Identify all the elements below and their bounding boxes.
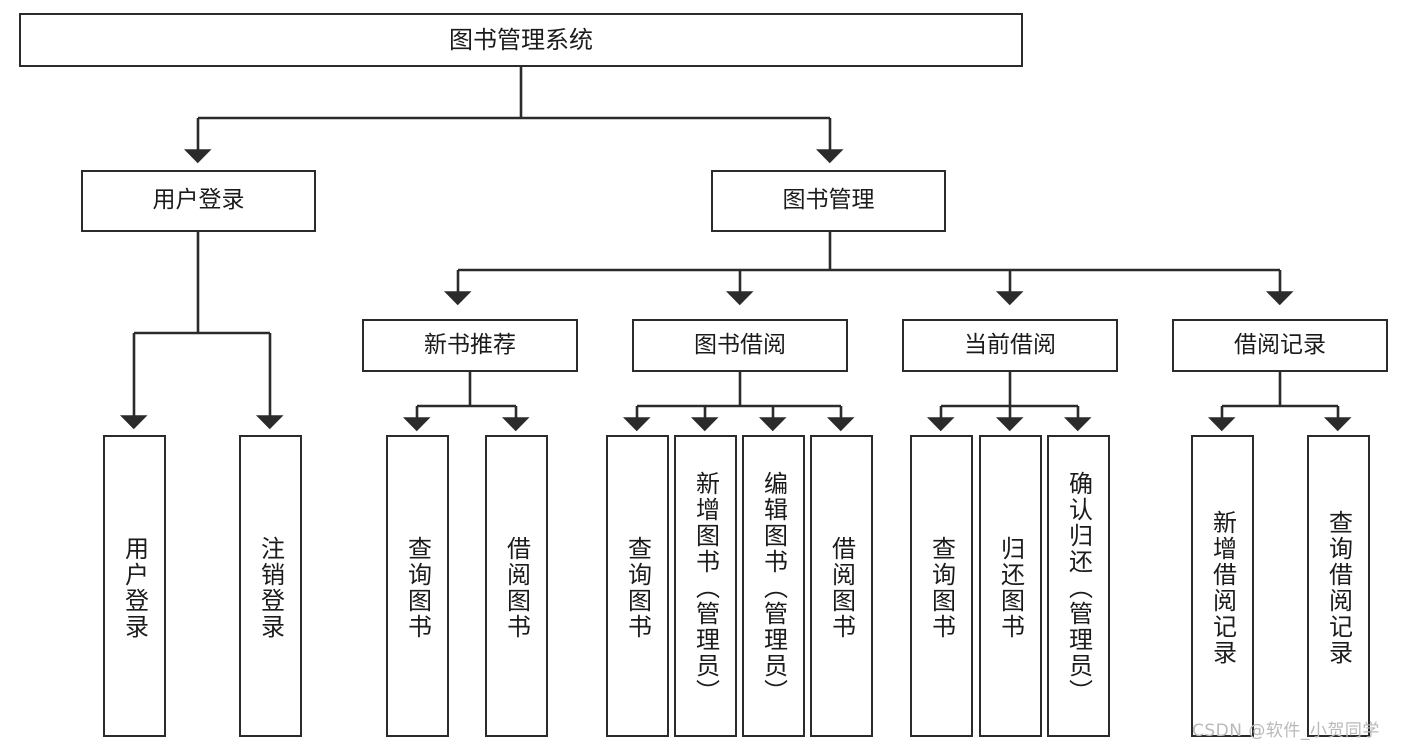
node-borrow-record-label: 借阅记录 xyxy=(1234,331,1326,358)
node-leaf-user-login-label: 用户登录 xyxy=(120,536,149,640)
node-leaf-add-record[interactable]: 新增借阅记录 xyxy=(1191,435,1254,737)
node-new-book-recommend-label: 新书推荐 xyxy=(424,331,516,358)
node-leaf-query-record[interactable]: 查询借阅记录 xyxy=(1307,435,1370,737)
node-book-manage-label: 图书管理 xyxy=(782,187,875,214)
node-leaf-query-record-label: 查询借阅记录 xyxy=(1324,510,1353,666)
node-leaf-query-book-1[interactable]: 查询图书 xyxy=(386,435,449,737)
node-leaf-logout-login[interactable]: 注销登录 xyxy=(239,435,302,737)
node-leaf-query-book-2[interactable]: 查询图书 xyxy=(606,435,669,737)
node-root[interactable]: 图书管理系统 xyxy=(19,13,1023,67)
node-book-manage[interactable]: 图书管理 xyxy=(711,170,946,232)
node-leaf-edit-book[interactable]: 编辑图书（管理员） xyxy=(742,435,805,737)
node-leaf-user-login[interactable]: 用户登录 xyxy=(103,435,166,737)
node-leaf-query-book-1-label: 查询图书 xyxy=(403,536,432,640)
node-leaf-query-book-2-label: 查询图书 xyxy=(623,536,652,640)
node-new-book-recommend[interactable]: 新书推荐 xyxy=(362,319,578,372)
node-root-label: 图书管理系统 xyxy=(449,25,593,54)
node-leaf-confirm-return[interactable]: 确认归还（管理员） xyxy=(1047,435,1110,737)
node-leaf-query-book-3[interactable]: 查询图书 xyxy=(910,435,973,737)
node-leaf-edit-book-label: 编辑图书（管理员） xyxy=(759,471,788,705)
node-leaf-confirm-return-label: 确认归还（管理员） xyxy=(1064,471,1093,705)
node-leaf-borrow-book-2-label: 借阅图书 xyxy=(827,536,856,640)
node-user-login-label: 用户登录 xyxy=(152,187,245,214)
node-leaf-borrow-book-1[interactable]: 借阅图书 xyxy=(485,435,548,737)
node-book-borrow[interactable]: 图书借阅 xyxy=(632,319,848,372)
node-user-login[interactable]: 用户登录 xyxy=(81,170,316,232)
node-leaf-query-book-3-label: 查询图书 xyxy=(927,536,956,640)
node-leaf-add-book[interactable]: 新增图书（管理员） xyxy=(674,435,737,737)
node-current-borrow[interactable]: 当前借阅 xyxy=(902,319,1118,372)
node-book-borrow-label: 图书借阅 xyxy=(694,331,786,358)
node-leaf-logout-login-label: 注销登录 xyxy=(256,536,285,640)
node-leaf-borrow-book-2[interactable]: 借阅图书 xyxy=(810,435,873,737)
watermark: CSDN @软件_小贺同学 xyxy=(1192,721,1380,741)
node-leaf-borrow-book-1-label: 借阅图书 xyxy=(502,536,531,640)
node-leaf-add-record-label: 新增借阅记录 xyxy=(1208,510,1237,666)
node-current-borrow-label: 当前借阅 xyxy=(964,331,1056,358)
node-leaf-add-book-label: 新增图书（管理员） xyxy=(691,471,720,705)
node-leaf-return-book-label: 归还图书 xyxy=(996,536,1025,640)
node-leaf-return-book[interactable]: 归还图书 xyxy=(979,435,1042,737)
node-borrow-record[interactable]: 借阅记录 xyxy=(1172,319,1388,372)
